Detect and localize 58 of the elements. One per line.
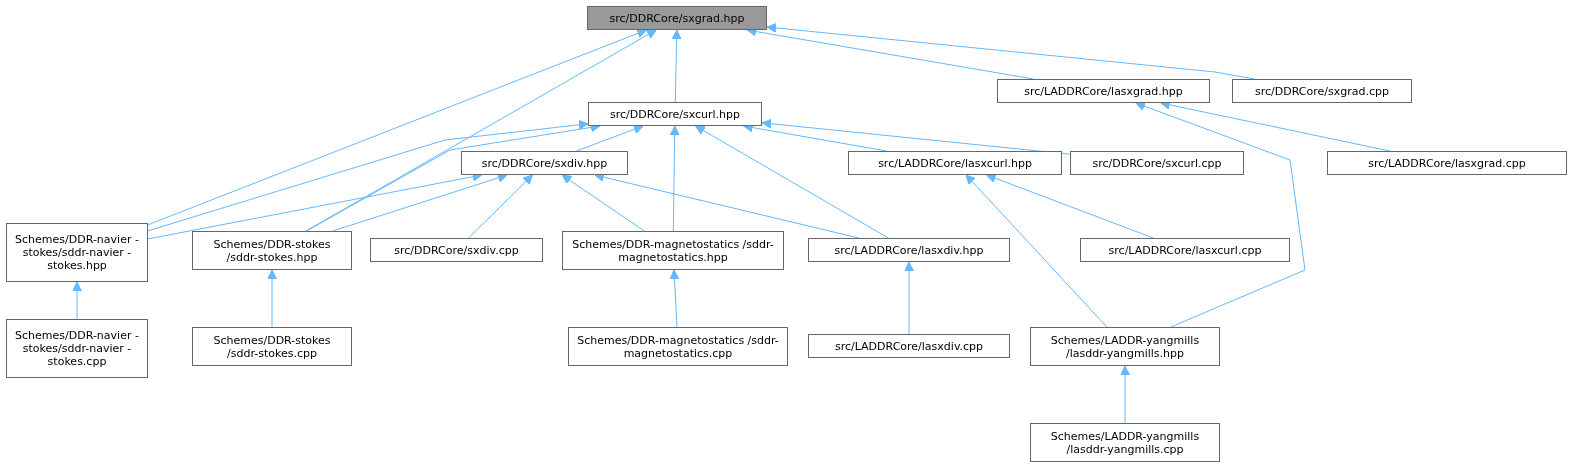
file-box — [808, 334, 1010, 358]
file-name: Schemes/DDR-navier -stokes/sddr-navier -stokes.cpp — [14, 329, 140, 368]
file-box — [588, 102, 762, 126]
file-name: Schemes/LADDR-yangmills /lasddr-yangmills.cpp — [1049, 429, 1201, 456]
arrow — [671, 29, 682, 103]
arrow — [72, 281, 82, 320]
arrow — [669, 269, 680, 328]
file-box — [1030, 423, 1220, 462]
file-box — [192, 231, 352, 270]
file-name: src/LADDRCore/lasxdiv.hpp — [834, 243, 984, 257]
file-name: Schemes/LADDR-yangmills /lasddr-yangmills.hpp — [1049, 333, 1201, 360]
file-box — [370, 238, 543, 262]
file-box — [997, 79, 1210, 103]
file-box — [587, 6, 767, 30]
file-name: src/DDRCore/sxcurl.cpp — [1092, 156, 1222, 170]
arrow — [695, 125, 889, 239]
file-box — [1070, 151, 1244, 175]
arrow — [332, 173, 508, 232]
file-box — [568, 327, 788, 366]
file-name: src/LADDRCore/lasxcurl.hpp — [878, 156, 1032, 170]
file-box — [1232, 79, 1412, 103]
file-box — [1080, 238, 1290, 262]
file-name: Schemes/DDR-navier -stokes/sddr-navier -stokes.hpp — [14, 233, 140, 272]
arrow — [904, 261, 914, 335]
file-box — [562, 231, 784, 270]
file-name: Schemes/DDR-stokes /sddr-stokes.hpp — [212, 237, 332, 264]
file-name: Schemes/DDR-magnetostatics /sddr-magnetostatics.cpp — [576, 333, 780, 360]
arrow — [761, 118, 1071, 155]
file-name: src/DDRCore/sxdiv.cpp — [394, 243, 519, 257]
file-name: Schemes/DDR-magnetostatics /sddr-magnetostatics.hpp — [571, 237, 775, 264]
file-box — [461, 151, 628, 175]
file-name: src/LADDRCore/lasxgrad.hpp — [1024, 84, 1183, 98]
arrow — [468, 174, 533, 239]
file-box — [1327, 151, 1567, 175]
file-box — [192, 327, 352, 366]
file-name: src/DDRCore/sxcurl.hpp — [609, 107, 740, 121]
arrow — [1135, 101, 1306, 328]
file-name: src/LADDRCore/lasxgrad.cpp — [1368, 156, 1526, 170]
arrow — [986, 173, 1154, 239]
file-name: src/DDRCore/sxdiv.hpp — [481, 156, 608, 170]
file-name: Schemes/DDR-stokes /sddr-stokes.cpp — [212, 333, 332, 360]
file-name: src/LADDRCore/lasxcurl.cpp — [1108, 243, 1262, 257]
arrow — [267, 269, 277, 328]
file-name: src/LADDRCore/lasxdiv.cpp — [834, 339, 984, 353]
arrow — [561, 174, 645, 232]
arrow — [147, 119, 589, 232]
arrow — [669, 125, 680, 232]
file-name: src/DDRCore/sxgrad.cpp — [1255, 84, 1389, 98]
arrow — [147, 28, 647, 226]
file-name: src/DDRCore/sxgrad.hpp — [609, 11, 745, 25]
file-box — [6, 319, 148, 378]
file-box — [808, 238, 1010, 262]
arrow — [1120, 365, 1130, 424]
arrow — [965, 174, 1108, 328]
arrow — [576, 124, 644, 152]
file-box — [1030, 327, 1220, 366]
file-box — [848, 151, 1062, 175]
file-box — [6, 223, 148, 282]
